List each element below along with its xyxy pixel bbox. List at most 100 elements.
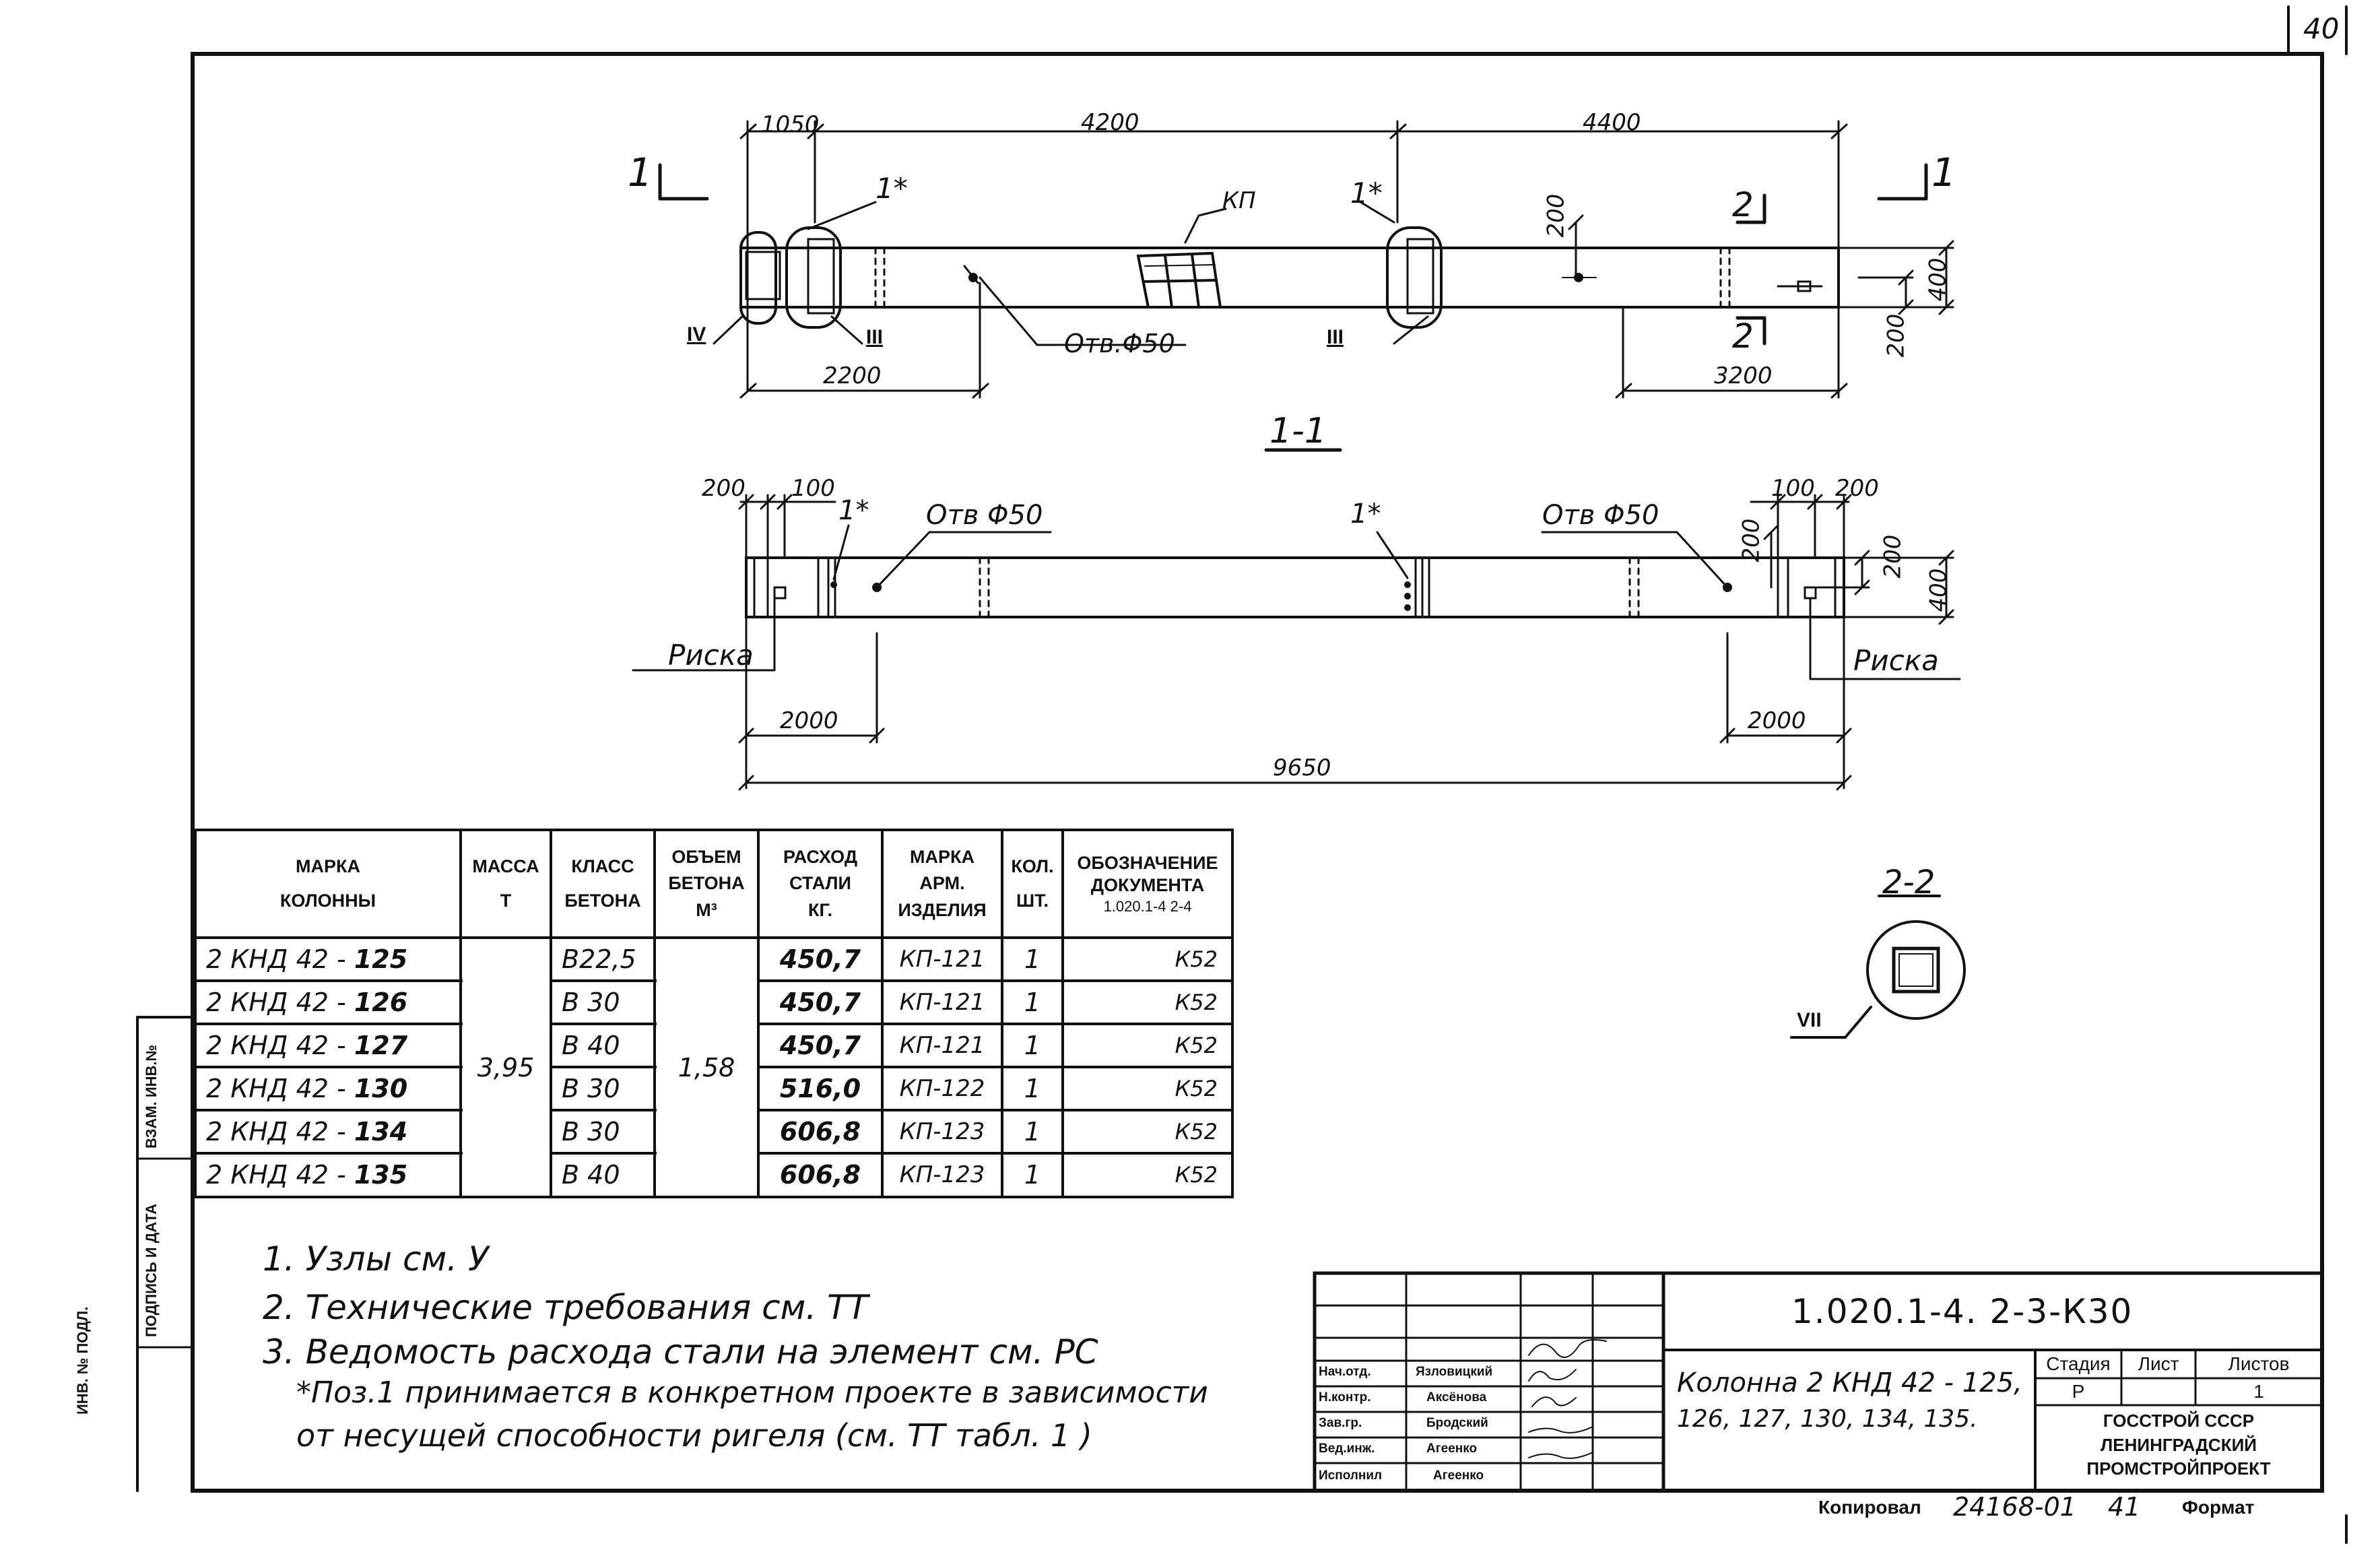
side-stamp-vzam: ВЗАМ. ИНВ.№	[143, 1044, 160, 1149]
side-dim-200-edge: 200	[1879, 534, 1907, 579]
hole-label-top: Отв.Φ50	[1064, 329, 1175, 358]
note-3: 3. Ведомость расхода стали на элемент см…	[263, 1332, 1098, 1371]
dim-1050: 1050	[761, 111, 820, 138]
col-header-qty: КОЛ. ШТ.	[1011, 855, 1054, 911]
merged-cells	[463, 939, 757, 1196]
cell-steel: 606,8	[779, 1160, 861, 1190]
node-vii-label: VII	[1797, 1009, 1822, 1031]
node-iv-label: IV	[687, 323, 706, 346]
cell-steel: 516,0	[779, 1074, 861, 1103]
node-iii-label-b: III	[1327, 326, 1344, 348]
cell-qty: 1	[1024, 1031, 1041, 1060]
dim-400: 400	[1924, 257, 1952, 302]
cell-steel: 450,7	[779, 944, 861, 974]
volume-merged-cell: 1,58	[677, 1052, 735, 1083]
cell-doc: К52	[1175, 1076, 1218, 1101]
side-stamp-inv: ИНВ. № ПОДЛ.	[74, 1306, 91, 1415]
dim-3200: 3200	[1714, 362, 1773, 389]
side-hole-label-b: Отв Φ50	[1542, 500, 1659, 531]
cell-arm: КП-121	[899, 989, 985, 1016]
side-view-dimensions	[632, 494, 1961, 791]
signer-name-5: Агеенко	[1433, 1468, 1484, 1483]
signer-role-3: Зав.гр.	[1319, 1416, 1362, 1430]
list-label: Лист	[2138, 1353, 2179, 1374]
stadia-value: Р	[2072, 1381, 2085, 1402]
dim-2200: 2200	[823, 362, 882, 389]
cell-class: В 30	[562, 1074, 620, 1103]
note-5: от несущей способности ригеля (см. ТТ та…	[296, 1417, 1092, 1454]
cell-arm: КП-123	[899, 1161, 985, 1188]
side-item-1-a: 1*	[838, 495, 869, 526]
cut-mark-2-bottom: 2	[1732, 317, 1754, 356]
cell-doc: К52	[1175, 946, 1218, 972]
side-dim-2000-right: 2000	[1748, 707, 1806, 734]
note-2: 2. Технические требования см. ТТ	[263, 1288, 869, 1327]
cell-mark: 2 КНД 42 - 125	[206, 944, 408, 974]
top-view-beam	[739, 226, 1840, 329]
cut-mark-2-top: 2	[1732, 185, 1754, 224]
signer-name-2: Аксёнова	[1426, 1390, 1487, 1404]
cell-class: В 30	[562, 988, 620, 1017]
node-iii-label-a: III	[866, 326, 884, 348]
cell-steel: 606,8	[779, 1117, 861, 1147]
side-dim-9650: 9650	[1273, 754, 1331, 781]
cell-class: В 40	[562, 1160, 620, 1190]
mass-merged-cell: 3,95	[477, 1052, 535, 1083]
cell-doc: К52	[1175, 990, 1218, 1015]
org-line-1: ГОССТРОЙ СССР	[2103, 1410, 2255, 1431]
org-line-3: ПРОМСТРОЙПРОЕКТ	[2086, 1458, 2271, 1479]
cell-arm: КП-123	[899, 1118, 985, 1145]
col-header-steel: РАСХОД СТАЛИ КГ.	[783, 847, 858, 920]
sheet-no: 41	[2108, 1492, 2141, 1522]
col-header-doc: ОБОЗНАЧЕНИЕ ДОКУМЕНТА 1.020.1-4 2-4	[1077, 852, 1218, 915]
section-2-2-title: 2-2	[1882, 864, 1936, 901]
cell-qty: 1	[1024, 944, 1041, 974]
cell-class: В 30	[562, 1117, 620, 1147]
sheet-frame	[136, 5, 2348, 1544]
note-4: *Поз.1 принимается в конкретном проекте …	[296, 1376, 1208, 1410]
section-mark-right: 1	[1931, 150, 1956, 195]
signer-name-4: Агеенко	[1426, 1442, 1478, 1456]
col-header-class: КЛАСС БЕТОНА	[564, 855, 641, 911]
section-marks-1-1	[658, 163, 1928, 346]
spec-table-grid	[194, 829, 1234, 1198]
col-header-mass: МАССА Т	[472, 855, 539, 911]
cell-arm: КП-122	[899, 1075, 985, 1102]
cell-doc: К52	[1175, 1162, 1218, 1188]
signer-role-1: Нач.отд.	[1319, 1365, 1371, 1379]
dim-200-side: 200	[1882, 313, 1910, 358]
dim-200-vertical: 200	[1542, 193, 1570, 238]
side-stamp-sign: ПОДПИСЬ И ДАТА	[143, 1203, 160, 1337]
drawing-code: 1.020.1-4. 2-3-К30	[1791, 1292, 2134, 1331]
cell-doc: К52	[1175, 1033, 1218, 1058]
col-header-mark: МАРКА КОЛОННЫ	[279, 855, 376, 911]
cell-class: В 40	[562, 1031, 620, 1060]
cell-qty: 1	[1024, 988, 1041, 1017]
signer-role-5: Исполнил	[1319, 1468, 1383, 1483]
riska-label-right: Риска	[1853, 644, 1939, 677]
col-header-volume: ОБЪЕМ БЕТОНА М³	[668, 847, 745, 920]
side-dim-400: 400	[1925, 568, 1952, 612]
item-1-label-a: 1*	[875, 172, 908, 205]
signer-name-3: Бродский	[1426, 1416, 1488, 1430]
org-line-2: ЛЕНИНГРАДСКИЙ	[2101, 1434, 2257, 1455]
cell-mark: 2 КНД 42 - 126	[206, 988, 408, 1017]
cell-mark: 2 КНД 42 - 135	[206, 1160, 408, 1190]
side-hole-label-a: Отв Φ50	[926, 500, 1043, 531]
kopiroval-label: Копировал	[1818, 1497, 1921, 1518]
col-header-arm: МАРКА АРМ. ИЗДЕЛИЯ	[898, 847, 987, 920]
cell-qty: 1	[1024, 1074, 1041, 1103]
side-dim-200-vertical: 200	[1738, 518, 1765, 562]
side-dim-200: 200	[702, 475, 746, 502]
title-description-line1: Колонна 2 КНД 42 - 125,	[1677, 1367, 2022, 1398]
side-view-beam	[745, 556, 1845, 618]
dim-4200: 4200	[1081, 109, 1139, 136]
side-dim-200-right: 200	[1835, 475, 1879, 502]
cell-arm: КП-121	[899, 1032, 985, 1059]
listov-label: Листов	[2228, 1353, 2290, 1374]
page-number: 40	[2303, 12, 2340, 45]
listov-value: 1	[2253, 1381, 2264, 1402]
cell-mark: 2 КНД 42 - 134	[206, 1117, 408, 1147]
